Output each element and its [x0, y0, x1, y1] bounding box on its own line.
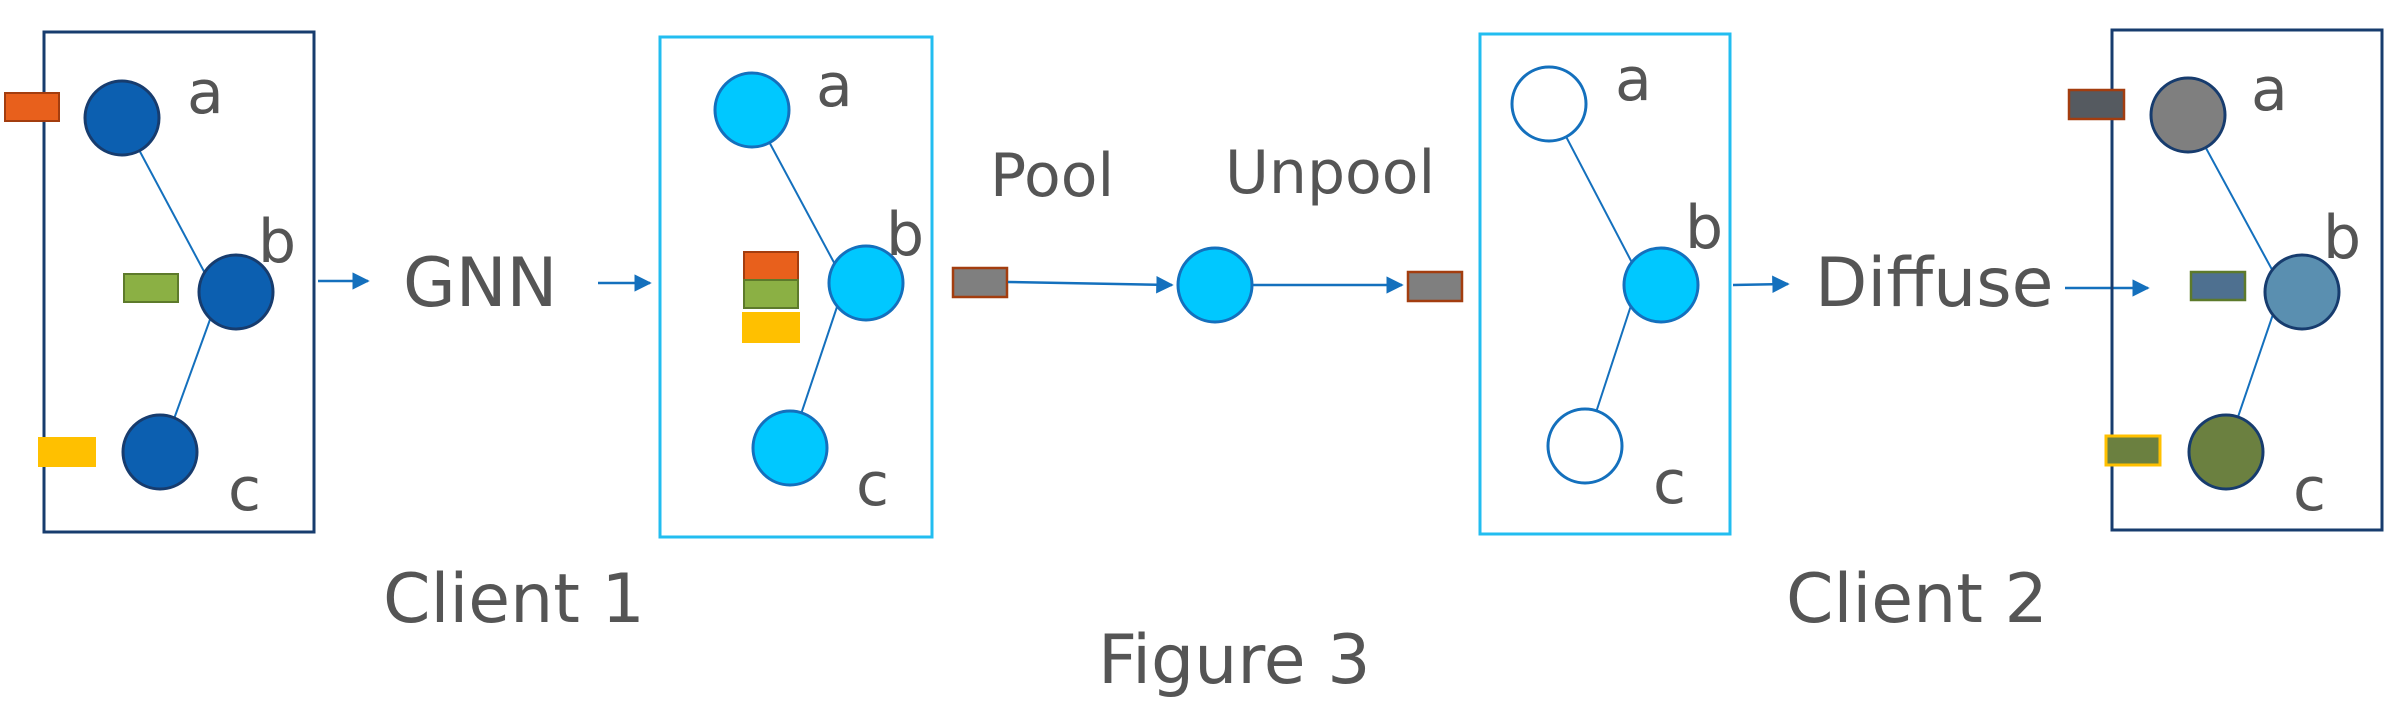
feature-c-yellow	[38, 437, 96, 467]
node-c	[751, 409, 829, 487]
node-b-label: b	[886, 200, 924, 270]
diffuse-label: Diffuse	[1815, 244, 2053, 323]
node-c-label: c	[228, 455, 261, 525]
client2-caption: Client 2	[1786, 560, 2048, 639]
client1-caption: Client 1	[383, 560, 645, 639]
node-a-label: a	[2251, 55, 2288, 125]
node-a-label: a	[1615, 45, 1652, 115]
node-b-label: b	[258, 207, 296, 277]
node-c-label: c	[856, 450, 889, 520]
client2-empty-frame	[1478, 32, 1732, 536]
pool-label: Pool	[990, 141, 1114, 211]
client1-embedded-frame	[658, 35, 934, 539]
client1-input-graph: a b c	[4, 30, 316, 534]
node-a	[713, 71, 791, 149]
client1-input-frame	[42, 30, 316, 534]
figure-caption: Figure 3	[1098, 621, 1371, 700]
arrow-to-server-node	[1007, 275, 1174, 294]
gnn-label: GNN	[403, 244, 557, 323]
node-c	[121, 413, 199, 491]
node-a-label: a	[187, 58, 224, 128]
diffused-feature-c	[2104, 434, 2162, 467]
diffused-feature-a	[2067, 88, 2126, 121]
client2-diffused-graph: a b c	[2067, 28, 2384, 532]
diffused-feature-b	[2189, 270, 2247, 302]
node-a	[1510, 65, 1588, 143]
stacked-feature-green	[743, 279, 799, 309]
pool-unpool-stage: Pool Unpool	[951, 138, 1464, 324]
node-b-label: b	[2323, 203, 2361, 273]
node-b	[1622, 246, 1700, 324]
node-a	[83, 79, 161, 157]
node-a-label: a	[816, 51, 853, 121]
unpooled-feature	[1406, 270, 1464, 303]
pooled-feature	[951, 266, 1009, 299]
unpool-label: Unpool	[1225, 138, 1435, 208]
stacked-feature-yellow	[742, 312, 800, 343]
feature-b-green	[123, 273, 179, 303]
node-b	[197, 253, 275, 331]
client2-diffused-frame	[2110, 28, 2384, 532]
node-c	[2187, 413, 2265, 491]
node-a	[2149, 76, 2227, 154]
node-b	[827, 244, 905, 322]
stacked-feature-orange	[743, 251, 799, 281]
server-node	[1176, 246, 1254, 324]
node-b-label: b	[1685, 193, 1723, 263]
arrow-to-diffuse	[1732, 275, 1790, 294]
client2-empty-graph: a b c	[1478, 32, 1732, 536]
node-c-label: c	[1653, 448, 1686, 518]
feature-a-orange	[4, 92, 60, 122]
node-c-label: c	[2293, 455, 2326, 525]
client1-embedded-graph: a b c	[658, 35, 934, 539]
node-b	[2263, 253, 2341, 331]
node-c	[1546, 407, 1624, 485]
